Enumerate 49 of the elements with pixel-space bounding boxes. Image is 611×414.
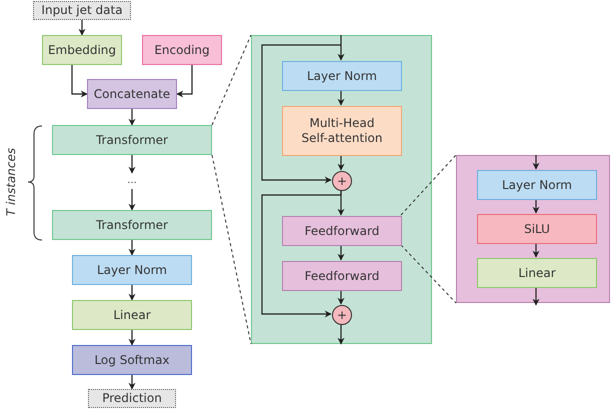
- process-box: Linear: [477, 258, 597, 288]
- arrow: [128, 189, 136, 211]
- terminal-box: Input jet data: [33, 1, 131, 20]
- arrow: [532, 199, 540, 214]
- arrow: [532, 155, 540, 170]
- process-box: Feedforward: [282, 261, 402, 291]
- arrow: [128, 285, 136, 301]
- arrow: [338, 324, 344, 345]
- block-panel: [251, 35, 432, 344]
- process-box: Feedforward: [282, 216, 402, 246]
- process-box: Layer Norm: [72, 255, 192, 285]
- process-box: Transformer: [52, 125, 212, 155]
- arrow: [338, 245, 344, 261]
- process-box: Layer Norm: [477, 170, 597, 200]
- zoom-line: [212, 154, 252, 344]
- process-box: Embedding: [42, 35, 122, 65]
- process-box: Encoding: [142, 35, 222, 65]
- arrow: [128, 375, 136, 390]
- arrow: [71, 65, 88, 98]
- terminal-box: Prediction: [88, 389, 176, 408]
- ellipsis-text: ...: [120, 173, 144, 189]
- process-box: Concatenate: [87, 79, 177, 109]
- arrow: [128, 155, 136, 174]
- block-panel: [456, 155, 610, 303]
- sum-circle: +: [332, 171, 352, 191]
- arrow: [338, 90, 344, 106]
- process-box: Linear: [72, 300, 192, 330]
- zoom-line: [400, 154, 456, 216]
- arrow: [78, 20, 86, 36]
- side-label: T instances: [3, 146, 19, 218]
- process-box: Multi-Head Self-attention: [282, 106, 402, 156]
- arrow: [261, 190, 342, 318]
- zoom-line: [400, 244, 456, 304]
- arrow: [128, 240, 136, 256]
- arrow: [338, 35, 344, 61]
- arrow: [128, 109, 136, 126]
- process-box: Log Softmax: [72, 345, 192, 375]
- arrow: [176, 65, 193, 98]
- process-box: SiLU: [477, 214, 597, 244]
- arrow: [532, 243, 540, 258]
- process-box: Transformer: [52, 210, 212, 240]
- arrow: [338, 155, 344, 171]
- sum-circle: +: [332, 305, 352, 325]
- arrow: [338, 290, 344, 305]
- arrow: [261, 44, 341, 184]
- zoom-line: [212, 34, 252, 126]
- arrow: [128, 330, 136, 346]
- arrow: [532, 287, 540, 306]
- process-box: Layer Norm: [282, 61, 402, 91]
